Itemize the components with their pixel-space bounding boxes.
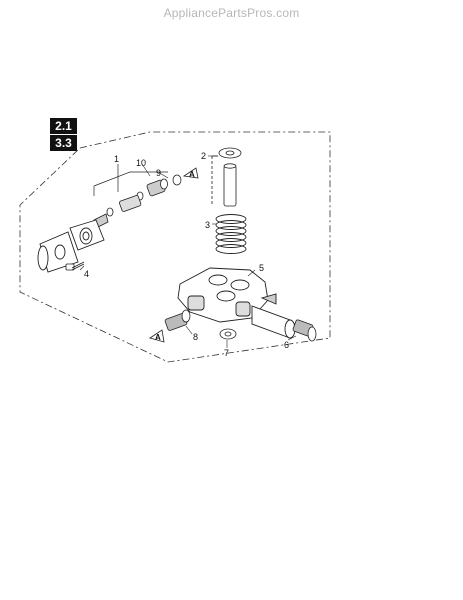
- marker-a-lower: A: [149, 329, 165, 343]
- part-2-plunger-pin: [211, 147, 242, 207]
- marker-a-lower-label: A: [155, 333, 161, 342]
- callout-6: 6: [284, 340, 289, 350]
- marker-a-upper: A: [182, 167, 199, 179]
- callout-5: 5: [259, 263, 264, 273]
- callout-1-bracket: [93, 164, 168, 196]
- part-6-fitting: [292, 319, 317, 342]
- callout-1: 1: [114, 154, 119, 164]
- section-badge-secondary: 3.3: [50, 135, 77, 151]
- callout-4: 4: [84, 269, 89, 279]
- marker-a-upper-label: A: [189, 170, 195, 179]
- callout-2: 2: [201, 151, 206, 161]
- part-9-10-valve-stack: [93, 174, 182, 229]
- callout-9: 9: [156, 168, 161, 178]
- part-7-washer: [219, 328, 237, 340]
- callout-3: 3: [205, 220, 210, 230]
- part-3-spring: [215, 214, 247, 254]
- part-4-screw: [65, 261, 85, 271]
- part-5-pump-housing: [177, 267, 296, 339]
- part-8-valve-insert: [164, 309, 191, 331]
- site-watermark: AppliancePartsPros.com: [163, 6, 300, 20]
- part-1-cover-assembly: [37, 219, 105, 273]
- callout-8: 8: [193, 332, 198, 342]
- assembly-boundary: [19, 131, 331, 363]
- section-badge-primary: 2.1: [50, 118, 77, 134]
- callout-10: 10: [136, 158, 146, 168]
- callout-7: 7: [224, 348, 229, 358]
- callout-leaders: [79, 155, 297, 348]
